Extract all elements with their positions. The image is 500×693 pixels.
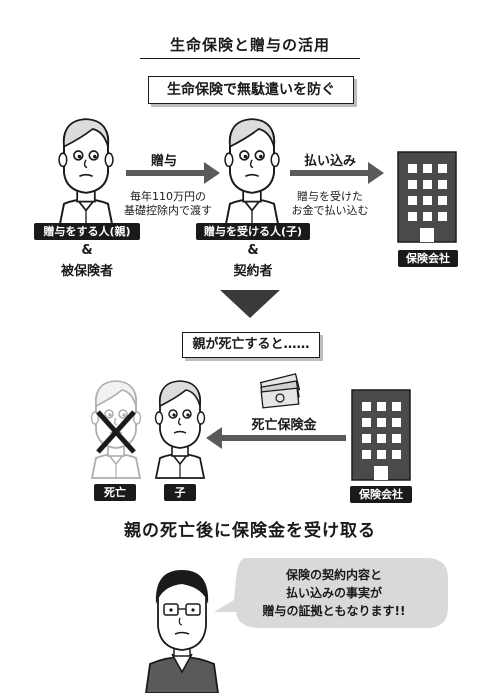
gift-note-line2: 基礎控除内で渡す xyxy=(124,204,212,217)
gift-note-line1: 毎年110万円の xyxy=(130,190,206,203)
page-title: 生命保険と贈与の活用 xyxy=(169,36,330,54)
bubble-line-2: 払い込みの事実が xyxy=(285,586,382,600)
company-building-bottom xyxy=(351,389,411,481)
scenario-subtitle: 生命保険で無駄遣いを防ぐ xyxy=(148,76,354,104)
company-tag-top: 保険会社 xyxy=(398,250,458,267)
heir-child-figure xyxy=(154,380,206,479)
presenter-figure xyxy=(145,570,219,693)
death-scenario-label: 親が死亡すると…… xyxy=(182,332,320,358)
giver-tag: 贈与をする人(親) xyxy=(34,223,140,240)
payment-note-line2: お金で払い込む xyxy=(291,204,369,217)
giver-role: 被保険者 xyxy=(60,264,113,279)
child-tag: 子 xyxy=(164,484,196,501)
insurance-payout-arrow xyxy=(206,427,346,449)
down-triangle xyxy=(220,290,280,318)
receiver-tag: 贈与を受ける人(子) xyxy=(196,223,310,240)
deceased-tag: 死亡 xyxy=(94,484,136,501)
bubble-message: 保険の契約内容と 払い込みの事実が 贈与の証拠ともなります!! xyxy=(232,566,436,620)
receiver-role: 契約者 xyxy=(233,264,273,279)
gift-arrow xyxy=(126,162,220,184)
company-tag-bottom: 保険会社 xyxy=(350,486,412,503)
giver-ampersand: & xyxy=(81,243,93,258)
cross-mark-icon xyxy=(96,410,136,454)
banknotes-icon xyxy=(259,373,301,409)
conclusion-heading: 親の死亡後に保険金を受け取る xyxy=(124,521,376,541)
payment-arrow xyxy=(290,162,384,184)
child-figure xyxy=(224,118,280,227)
speech-bubble xyxy=(214,558,448,628)
bubble-line-3: 贈与の証拠ともなります!! xyxy=(262,604,406,618)
payment-label: 払い込み xyxy=(303,154,356,169)
receiver-ampersand: & xyxy=(247,243,259,258)
parent-figure xyxy=(58,118,114,227)
title-underline xyxy=(140,58,360,59)
company-building-top xyxy=(397,151,457,243)
bubble-line-1: 保険の契約内容と xyxy=(285,568,382,582)
gift-label: 贈与 xyxy=(150,154,177,169)
death-benefit-label: 死亡保険金 xyxy=(251,418,317,433)
payment-note-line1: 贈与を受けた xyxy=(297,190,363,203)
